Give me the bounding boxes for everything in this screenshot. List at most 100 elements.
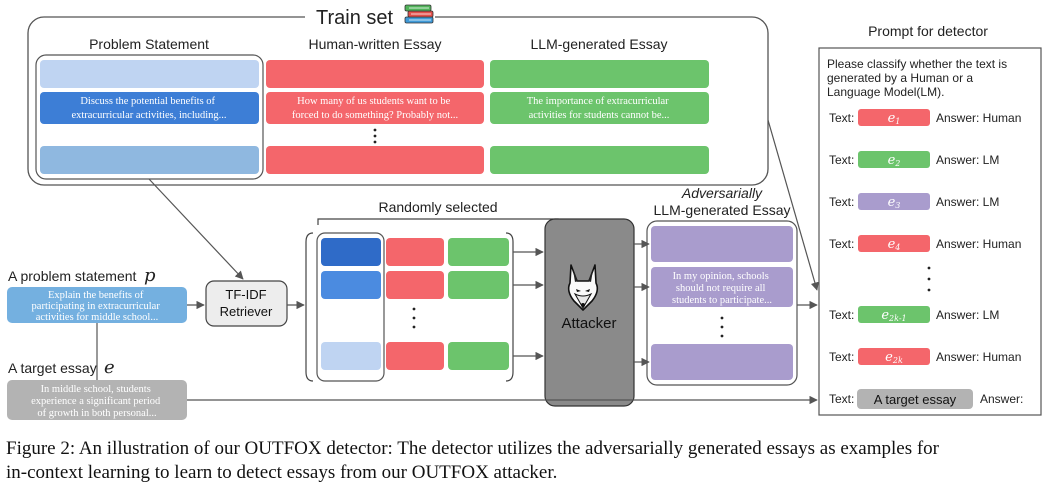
adversarial-title-line2: LLM-generated Essay <box>654 202 791 218</box>
prompt-text-label: Text: <box>829 153 854 167</box>
human-essay-card <box>266 92 484 124</box>
target-essay-input: A target essay e In middle school, stude… <box>7 357 187 420</box>
adversarial-essays: Adversarially LLM-generated Essay In my … <box>646 185 798 386</box>
problem-card <box>40 92 259 124</box>
selected-problem-frame <box>316 232 385 382</box>
adversarial-essay-text: students to participate... <box>672 295 772 306</box>
prompt-text-label: Text: <box>829 308 854 322</box>
llm-essay-card <box>490 146 709 174</box>
prompt-example-chip <box>858 348 930 365</box>
retriever-line1: TF-IDF <box>225 287 266 302</box>
llm-essay-text: activities for students cannot be... <box>529 110 670 121</box>
llm-essay-card <box>490 92 709 124</box>
selected-problem-card <box>321 271 381 299</box>
target-essay-symbol: e <box>104 357 115 378</box>
randomly-selected-label: Randomly selected <box>378 199 497 215</box>
adversarial-title-line1: Adversarially <box>681 185 763 201</box>
prompt-example-chip <box>858 193 930 210</box>
problem-card <box>40 60 259 88</box>
arrow-train-to-retriever <box>148 178 244 280</box>
prompt-text-label: Text: <box>829 392 854 406</box>
prompt-instruction: Language Model(LM). <box>827 85 944 99</box>
prompt-text-label: Text: <box>829 195 854 209</box>
svg-text:How many of us students want t: How many of us students want to be force… <box>292 96 458 121</box>
selected-problem-card <box>321 238 381 266</box>
caption-line: Figure 2: An illustration of our OUTFOX … <box>6 438 940 459</box>
prompt-example-chip <box>858 151 930 168</box>
book-stack-icon <box>404 4 434 24</box>
prompt-example-answer: Answer: Human <box>936 237 1021 251</box>
ellipsis-dots <box>720 316 724 338</box>
selected-llm-card <box>448 342 509 370</box>
llm-essay-card <box>490 60 709 88</box>
flow-arrows <box>96 119 819 405</box>
target-essay-card <box>7 380 187 420</box>
selected-human-card <box>386 238 444 266</box>
column-header-human: Human-written Essay <box>308 36 441 52</box>
prompt-example-chip <box>858 235 930 252</box>
ellipsis-dots <box>927 266 931 292</box>
arrow-train-to-prompt <box>767 119 819 291</box>
adversarial-essay-text: should not require all <box>676 283 766 294</box>
target-essay-text: of growth in both personal... <box>37 408 156 419</box>
adversarial-essay-card <box>651 226 793 262</box>
target-essay-text: experience a significant period <box>31 396 161 407</box>
column-header-llm: LLM-generated Essay <box>531 36 668 52</box>
human-essay-card <box>266 146 484 174</box>
problem-statement-text: participating in extracurricular <box>32 301 161 312</box>
prompt-target-answer: Answer: <box>980 392 1023 406</box>
prompt-text-label: Text: <box>829 237 854 251</box>
prompt-text-label: Text: <box>829 350 854 364</box>
problem-card-text: Discuss the potential benefits of <box>80 96 215 107</box>
problem-symbol: p <box>144 265 156 286</box>
ellipsis-dots <box>412 307 416 329</box>
problem-statement-card <box>7 287 187 323</box>
prompt-example-symbol: e2k-1 <box>881 308 906 323</box>
problem-card <box>40 146 259 174</box>
prompt-example-answer: Answer: LM <box>936 153 999 167</box>
prompt-example-chip <box>858 306 930 323</box>
adversarial-essay-card <box>651 344 793 380</box>
human-essay-text: forced to do something? Probably not... <box>292 110 458 121</box>
tfidf-retriever: TF-IDF Retriever <box>205 280 288 327</box>
prompt-instruction: Please classify whether the text is <box>827 57 1007 71</box>
prompt-example-answer: Answer: Human <box>936 111 1021 125</box>
prompt-target-essay-chip <box>857 389 973 409</box>
adversarial-essay-card <box>651 267 793 307</box>
prompt-example-symbol: e3 <box>888 195 901 210</box>
figure-caption: Figure 2: An illustration of our OUTFOX … <box>6 437 1040 485</box>
selected-human-card <box>386 271 444 299</box>
human-essay-card <box>266 60 484 88</box>
prompt-example-symbol: e4 <box>888 237 901 252</box>
train-set-panel: Train set Problem Statement Human-writte… <box>27 4 769 186</box>
prompt-example-symbol: e2 <box>888 153 901 168</box>
target-essay-text: In middle school, students <box>41 384 151 395</box>
llm-essay-text: The importance of extracurricular <box>527 96 669 107</box>
target-essay-label: A target essay <box>8 360 97 376</box>
problem-card-text: extracurricular activities, including... <box>71 110 226 121</box>
selected-examples: Randomly selected <box>305 199 559 382</box>
svg-text:Please classify whether the te: Please classify whether the text is gene… <box>827 57 1010 99</box>
train-set-title: Train set <box>316 7 394 29</box>
prompt-target-essay-text: A target essay <box>874 392 957 407</box>
caption-line: in-context learning to learn to detect e… <box>6 462 558 483</box>
prompt-example-chip <box>858 109 930 126</box>
prompt-heading: Prompt for detector <box>868 23 988 39</box>
problem-input: A problem statement p Explain the benefi… <box>7 265 187 323</box>
prompt-instruction: generated by a Human or a <box>827 71 973 85</box>
problem-statement-text: activities for middle school... <box>36 312 158 323</box>
human-essay-text: How many of us students want to be <box>297 96 450 107</box>
column-header-problem: Problem Statement <box>89 36 209 52</box>
attacker-label: Attacker <box>561 315 616 332</box>
adversarial-frame <box>646 220 798 386</box>
ellipsis-dots <box>373 128 377 144</box>
svg-text:Discuss the potential benefits: Discuss the potential benefits of extrac… <box>71 96 226 121</box>
problem-statement-label: A problem statement <box>8 268 137 284</box>
selected-problem-card <box>321 342 381 370</box>
problem-statement-text: Explain the benefits of <box>48 290 144 301</box>
svg-text:In middle school, students: In middle school, students experience a … <box>31 384 163 419</box>
prompt-text-label: Text: <box>829 111 854 125</box>
prompt-example-symbol: e2k <box>885 350 903 365</box>
